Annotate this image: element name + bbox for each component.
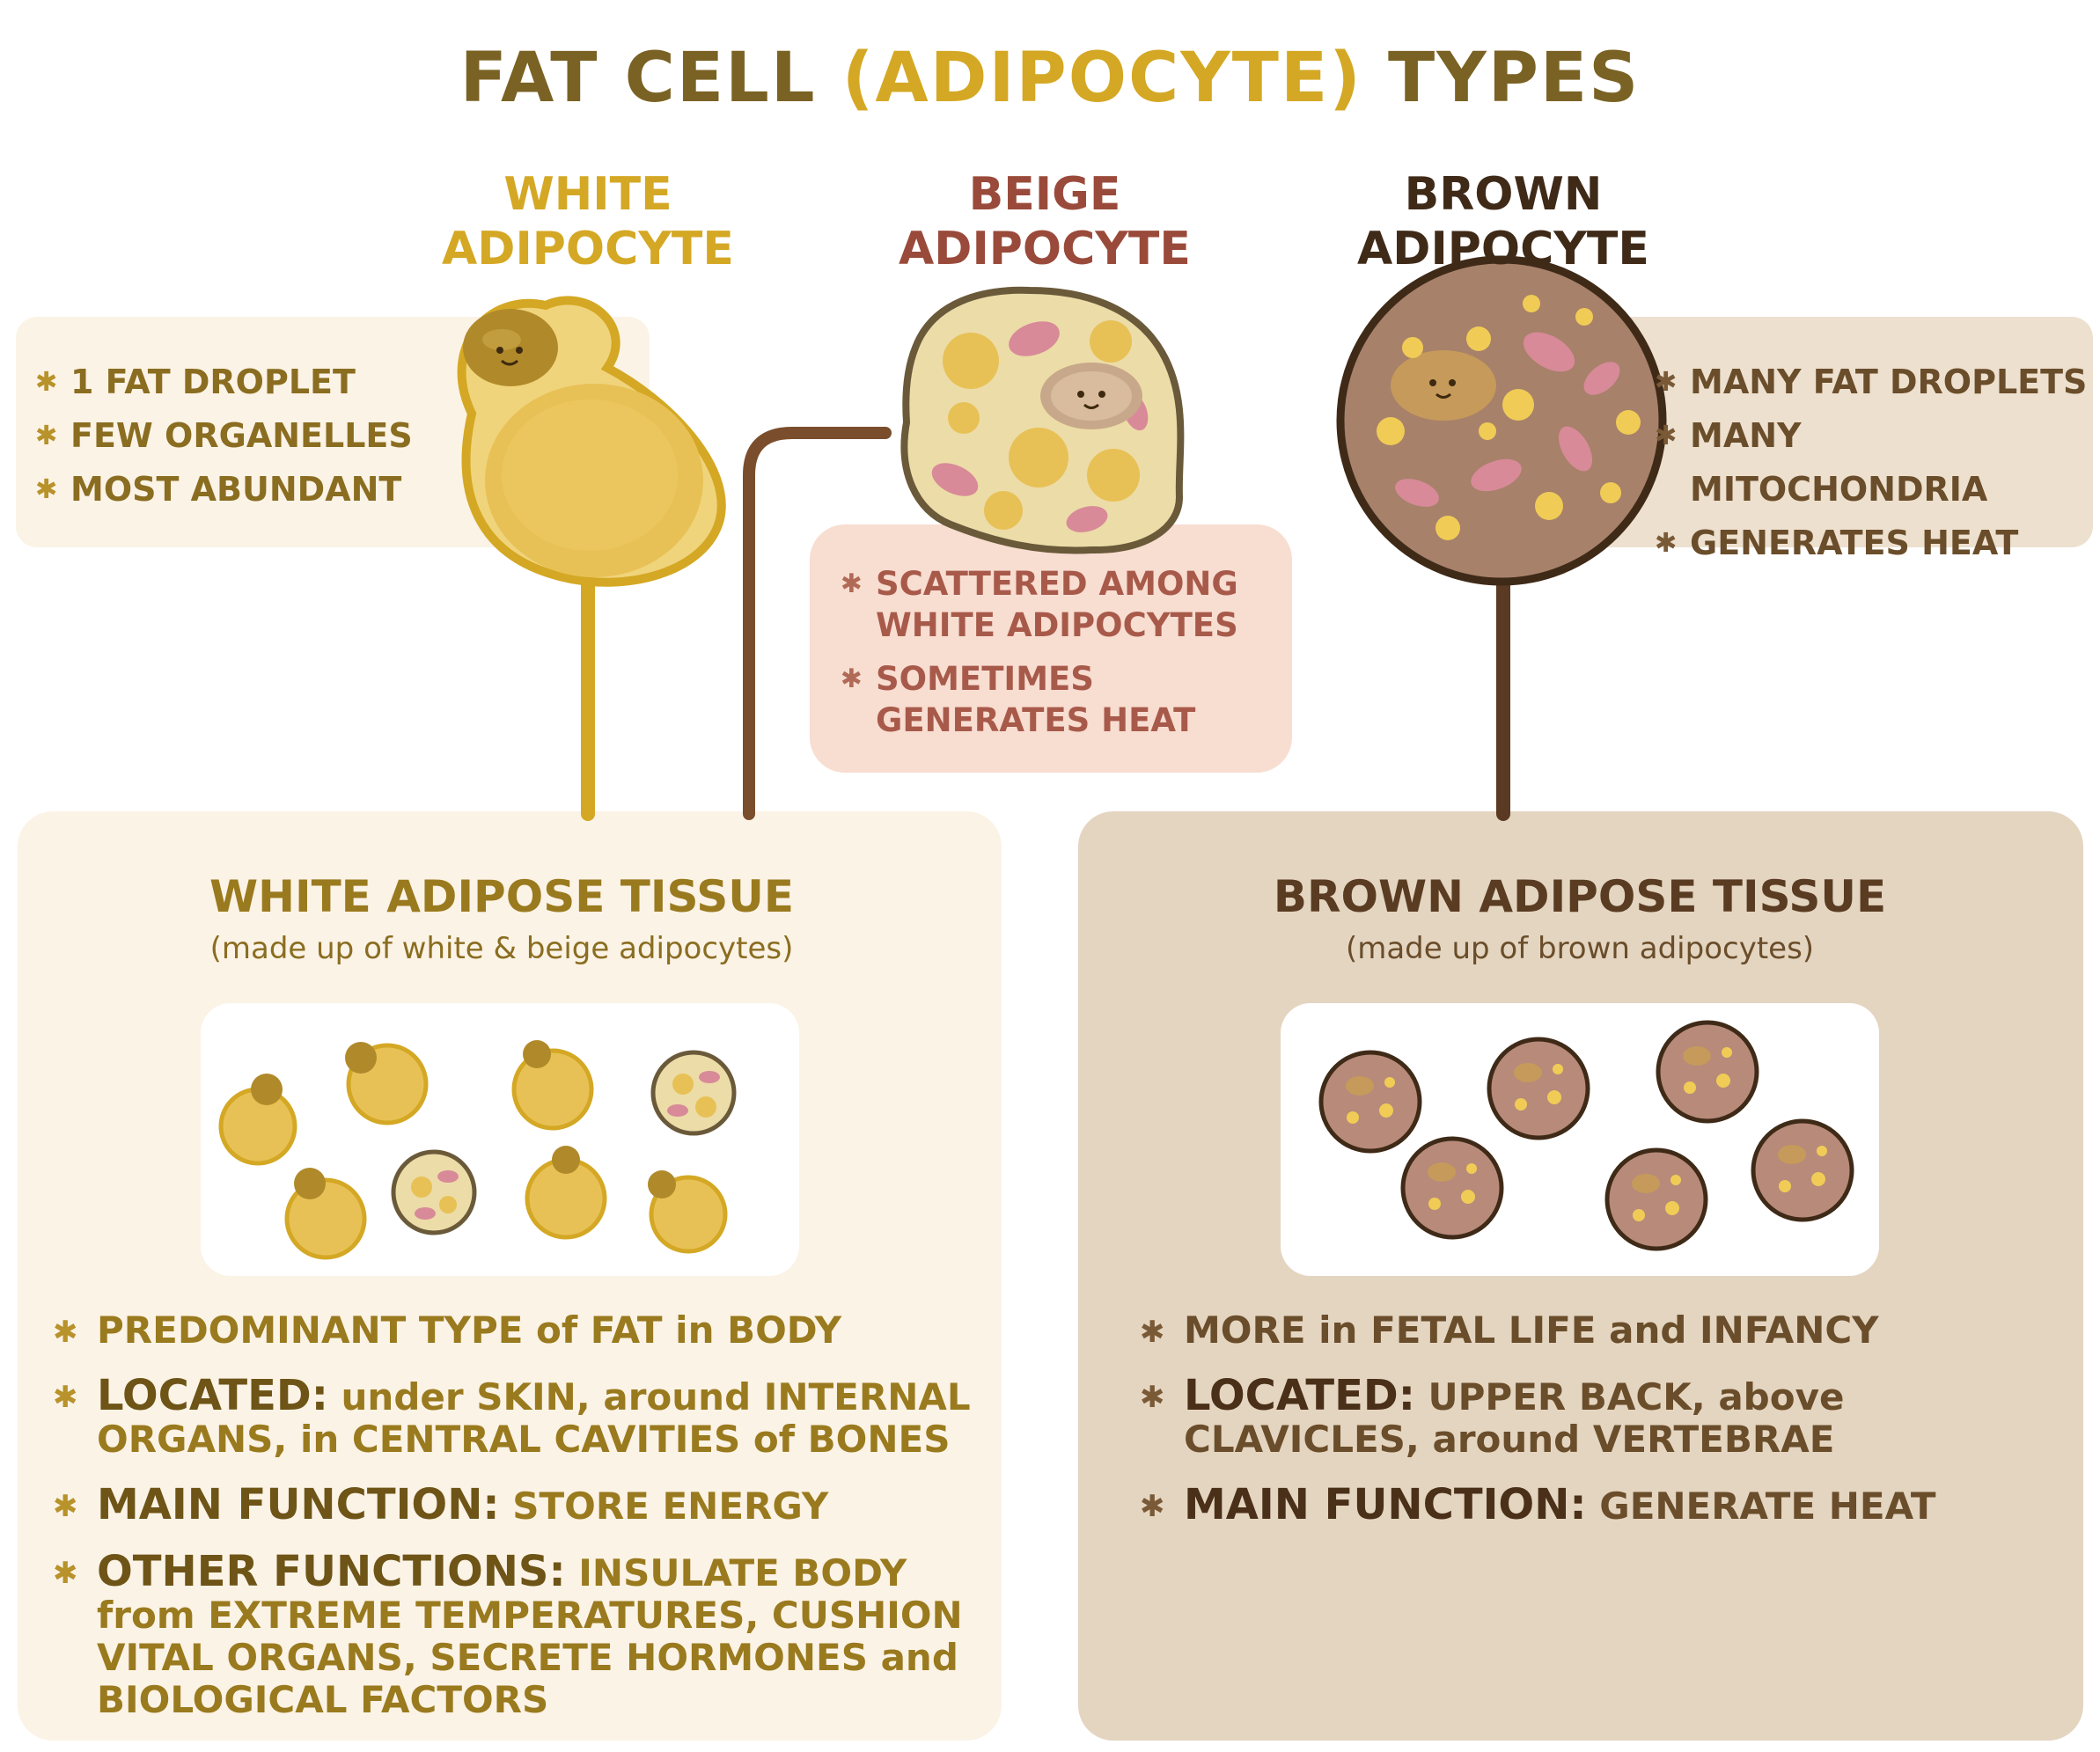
bullet-item: MANY FAT DROPLETS — [1655, 356, 2100, 409]
bullet-item: 1 FAT DROPLET — [35, 356, 413, 409]
beige-title-line-2: ADIPOCYTE — [899, 223, 1191, 275]
white-title-line-2: ADIPOCYTE — [442, 223, 734, 275]
fact-item: LOCATED: UPPER BACK, above CLAVICLES, ar… — [1140, 1374, 2064, 1461]
bullet-item: FEW ORGANELLES — [35, 409, 413, 463]
bullet-item: SCATTERED AMONG WHITE ADIPOCYTES — [841, 563, 1281, 646]
brown-tissue-facts: MORE in FETAL LIFE and INFANCY LOCATED: … — [1140, 1309, 2064, 1550]
fact-item: OTHER FUNCTIONS: INSULATE BODY from EXTR… — [53, 1550, 977, 1721]
fact-key: MAIN FUNCTION: — [97, 1480, 500, 1529]
brown-title-line-2: ADIPOCYTE — [1357, 223, 1649, 275]
fact-value: under SKIN, around INTERNAL ORGANS, in C… — [97, 1375, 971, 1461]
beige-adipocyte-title: BEIGE ADIPOCYTE — [833, 167, 1256, 276]
bullet-item: SOMETIMES GENERATES HEAT — [841, 658, 1281, 741]
fact-key: LOCATED: — [97, 1371, 328, 1420]
fact-key: OTHER FUNCTIONS: — [97, 1547, 566, 1596]
fact-value: STORE ENERGY — [499, 1484, 829, 1528]
beige-title-line-1: BEIGE — [968, 168, 1121, 221]
white-tissue-facts: PREDOMINANT TYPE of FAT in BODY LOCATED:… — [53, 1309, 977, 1744]
title-part-2: (ADIPOCYTE) — [841, 39, 1362, 118]
fact-item: MAIN FUNCTION: STORE ENERGY — [53, 1484, 977, 1528]
bullet-item: MOST ABUNDANT — [35, 463, 413, 517]
beige-adipocyte-illustration — [900, 286, 1185, 554]
fact-item: MAIN FUNCTION: GENERATE HEAT — [1140, 1484, 2064, 1528]
brown-tissue-subtitle: (made up of brown adipocytes) — [1345, 931, 1815, 966]
page-title: FAT CELL (ADIPOCYTE) TYPES — [0, 39, 2100, 118]
fact-item: LOCATED: under SKIN, around INTERNAL ORG… — [53, 1374, 977, 1461]
white-tissue-cells — [218, 1040, 737, 1260]
brown-title-line-1: BROWN — [1404, 168, 1603, 221]
fact-key: LOCATED: — [1184, 1371, 1415, 1420]
fact-value: INSULATE BODY from EXTREME TEMPERATURES,… — [97, 1551, 963, 1721]
brown-tissue-title: BROWN ADIPOSE TISSUE — [1273, 871, 1887, 922]
fact-text: MORE in FETAL LIFE and INFANCY — [1184, 1309, 1879, 1352]
brown-adipocyte-bullets: MANY FAT DROPLETS MANY MITOCHONDRIA GENE… — [1655, 356, 2100, 570]
title-part-3: TYPES — [1362, 39, 1641, 118]
brown-tissue-cells — [1318, 1020, 1854, 1251]
fact-item: MORE in FETAL LIFE and INFANCY — [1140, 1309, 2064, 1354]
white-adipocyte-bullets: 1 FAT DROPLET FEW ORGANELLES MOST ABUNDA… — [35, 356, 413, 517]
bullet-item: MANY MITOCHONDRIA — [1655, 409, 2100, 517]
fact-key: MAIN FUNCTION: — [1184, 1480, 1587, 1529]
fact-text: PREDOMINANT TYPE of FAT in BODY — [97, 1309, 842, 1352]
white-tissue-title: WHITE ADIPOSE TISSUE — [209, 871, 795, 922]
white-tissue-subtitle: (made up of white & beige adipocytes) — [209, 931, 794, 966]
title-part-1: FAT CELL — [459, 39, 842, 118]
brown-adipocyte-illustration — [1336, 255, 1667, 586]
beige-connector — [743, 427, 892, 820]
fact-item: PREDOMINANT TYPE of FAT in BODY — [53, 1309, 977, 1354]
beige-adipocyte-bullets: SCATTERED AMONG WHITE ADIPOCYTES SOMETIM… — [841, 563, 1281, 753]
brown-adipocyte-title: BROWN ADIPOCYTE — [1292, 167, 1715, 276]
bullet-item: GENERATES HEAT — [1655, 517, 2100, 570]
white-adipocyte-title: WHITE ADIPOCYTE — [377, 167, 799, 276]
white-title-line-1: WHITE — [503, 168, 672, 221]
fact-value: UPPER BACK, above CLAVICLES, around VERT… — [1184, 1375, 1845, 1461]
white-adipocyte-illustration — [457, 296, 726, 587]
fact-value: GENERATE HEAT — [1586, 1484, 1936, 1528]
